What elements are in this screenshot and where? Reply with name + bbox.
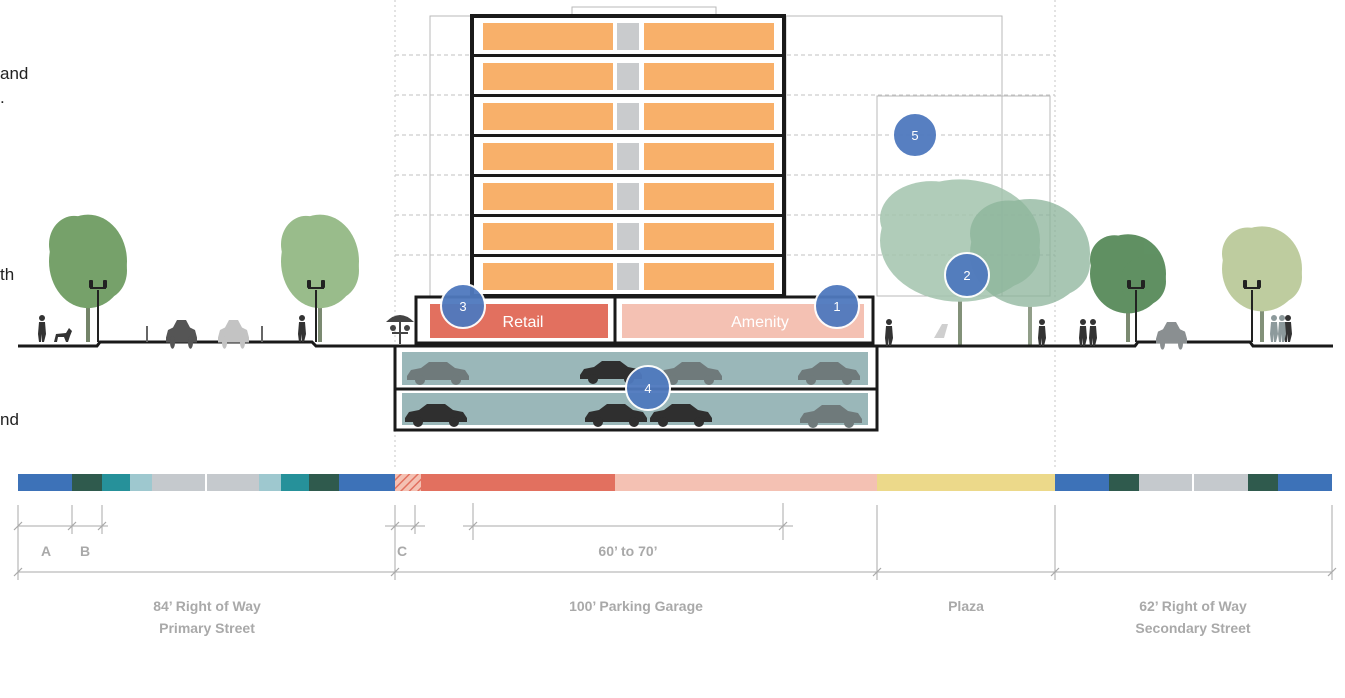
- pedestrian-icon: [1270, 315, 1278, 342]
- zone-garage: 100’ Parking Garage: [569, 598, 703, 614]
- residential-unit: [483, 103, 613, 130]
- ground-line: [18, 340, 1333, 348]
- svg-text:1: 1: [833, 299, 840, 314]
- residential-unit: [483, 263, 613, 290]
- svg-text:2: 2: [963, 268, 970, 283]
- building-core: [617, 183, 639, 210]
- residential-unit: [483, 183, 613, 210]
- pedestrian-icon: [1079, 319, 1087, 346]
- residential-unit: [644, 143, 774, 170]
- bench-icon: [934, 324, 948, 338]
- clipped-text-and: and: [0, 64, 29, 83]
- pedestrian-icon: [885, 319, 893, 346]
- tree-icon: [281, 214, 359, 342]
- clipped-text-th: th: [0, 265, 15, 284]
- residential-unit: [483, 63, 613, 90]
- dog-icon: [54, 328, 72, 342]
- residential-tower: [470, 14, 786, 299]
- dimension-lines: [13, 503, 1337, 580]
- zoning-color-bar: [18, 474, 1332, 491]
- residential-unit: [644, 223, 774, 250]
- numbered-markers: 1 2 3 4 5: [440, 112, 990, 411]
- car-icon: [1156, 322, 1187, 350]
- car-icon: [218, 320, 249, 349]
- marker-3: 3: [440, 283, 486, 329]
- svg-text:3: 3: [459, 299, 466, 314]
- clipped-text-nd: nd: [0, 410, 19, 429]
- marker-4: 4: [625, 365, 671, 411]
- zone-primary-row: 84’ Right of Way: [153, 598, 261, 614]
- residential-unit: [644, 63, 774, 90]
- residential-unit: [483, 223, 613, 250]
- residential-unit: [644, 183, 774, 210]
- building-core: [617, 143, 639, 170]
- building-core: [617, 263, 639, 290]
- clipped-text-period: .: [0, 88, 5, 107]
- dimension-labels: A B C 60’ to 70’ 84’ Right of Way Primar…: [41, 543, 1251, 636]
- zone-primary-street: Primary Street: [159, 620, 255, 636]
- residential-unit: [644, 263, 774, 290]
- umbrella-table-icon: [386, 315, 414, 344]
- residential-unit: [483, 143, 613, 170]
- pedestrian-icon: [1038, 319, 1046, 346]
- pedestrian-icon: [298, 315, 306, 342]
- street-parking-posts: [146, 326, 263, 342]
- residential-unit: [644, 23, 774, 50]
- residential-unit: [483, 23, 613, 50]
- residential-unit: [644, 103, 774, 130]
- amenity-label: Amenity: [731, 314, 789, 331]
- building-core: [617, 63, 639, 90]
- dim-label-c: C: [397, 543, 407, 559]
- svg-text:5: 5: [911, 128, 918, 143]
- marker-5: 5: [892, 112, 938, 158]
- pedestrian-icon: [1278, 315, 1286, 342]
- building-core: [617, 23, 639, 50]
- tree-icon: [49, 214, 127, 342]
- tree-icon: [1222, 226, 1302, 342]
- retail-label: Retail: [503, 314, 544, 331]
- pedestrian-icon: [1089, 319, 1097, 346]
- dim-label-a: A: [41, 543, 51, 559]
- zone-secondary-row: 62’ Right of Way: [1139, 598, 1247, 614]
- svg-text:4: 4: [644, 381, 651, 396]
- marker-1: 1: [814, 283, 860, 329]
- car-icon: [166, 320, 197, 349]
- pedestrian-icon: [38, 315, 46, 342]
- zone-plaza: Plaza: [948, 598, 984, 614]
- marker-2: 2: [944, 252, 990, 298]
- dim-label-b: B: [80, 543, 90, 559]
- street-elements: [38, 280, 1292, 350]
- zone-secondary-street: Secondary Street: [1135, 620, 1250, 636]
- dim-label-width: 60’ to 70’: [598, 543, 657, 559]
- building-core: [617, 103, 639, 130]
- tree-icon: [970, 199, 1090, 346]
- building-core: [617, 223, 639, 250]
